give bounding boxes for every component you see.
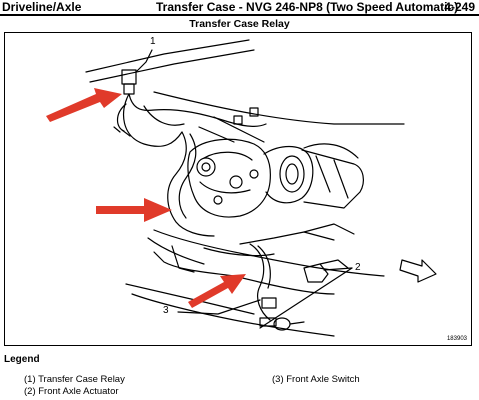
figure-frame	[4, 32, 472, 346]
arrow-to-switch	[188, 274, 246, 308]
callout-2: 2	[355, 262, 361, 273]
legend-item: (1) Transfer Case Relay	[24, 374, 125, 385]
arrow-to-harness	[96, 198, 172, 222]
legend-title: Legend	[4, 354, 40, 365]
page-number: 4-249	[444, 0, 475, 14]
callout-3: 3	[163, 305, 169, 316]
section-title: Driveline/Axle	[2, 0, 82, 14]
callout-1: 1	[150, 36, 156, 47]
page-header: Driveline/Axle Transfer Case - NVG 246-N…	[0, 0, 479, 14]
red-arrows	[46, 88, 246, 308]
arrow-to-relay	[46, 88, 122, 122]
figure-number: 183903	[446, 336, 467, 342]
transfer-case-illustration	[46, 39, 437, 337]
legend-item: (3) Front Axle Switch	[272, 374, 360, 385]
legend-item: (2) Front Axle Actuator	[24, 386, 119, 397]
figure-caption: Transfer Case Relay	[189, 18, 290, 30]
page-title: Transfer Case - NVG 246-NP8 (Two Speed A…	[156, 0, 459, 14]
header-rule	[0, 14, 479, 16]
